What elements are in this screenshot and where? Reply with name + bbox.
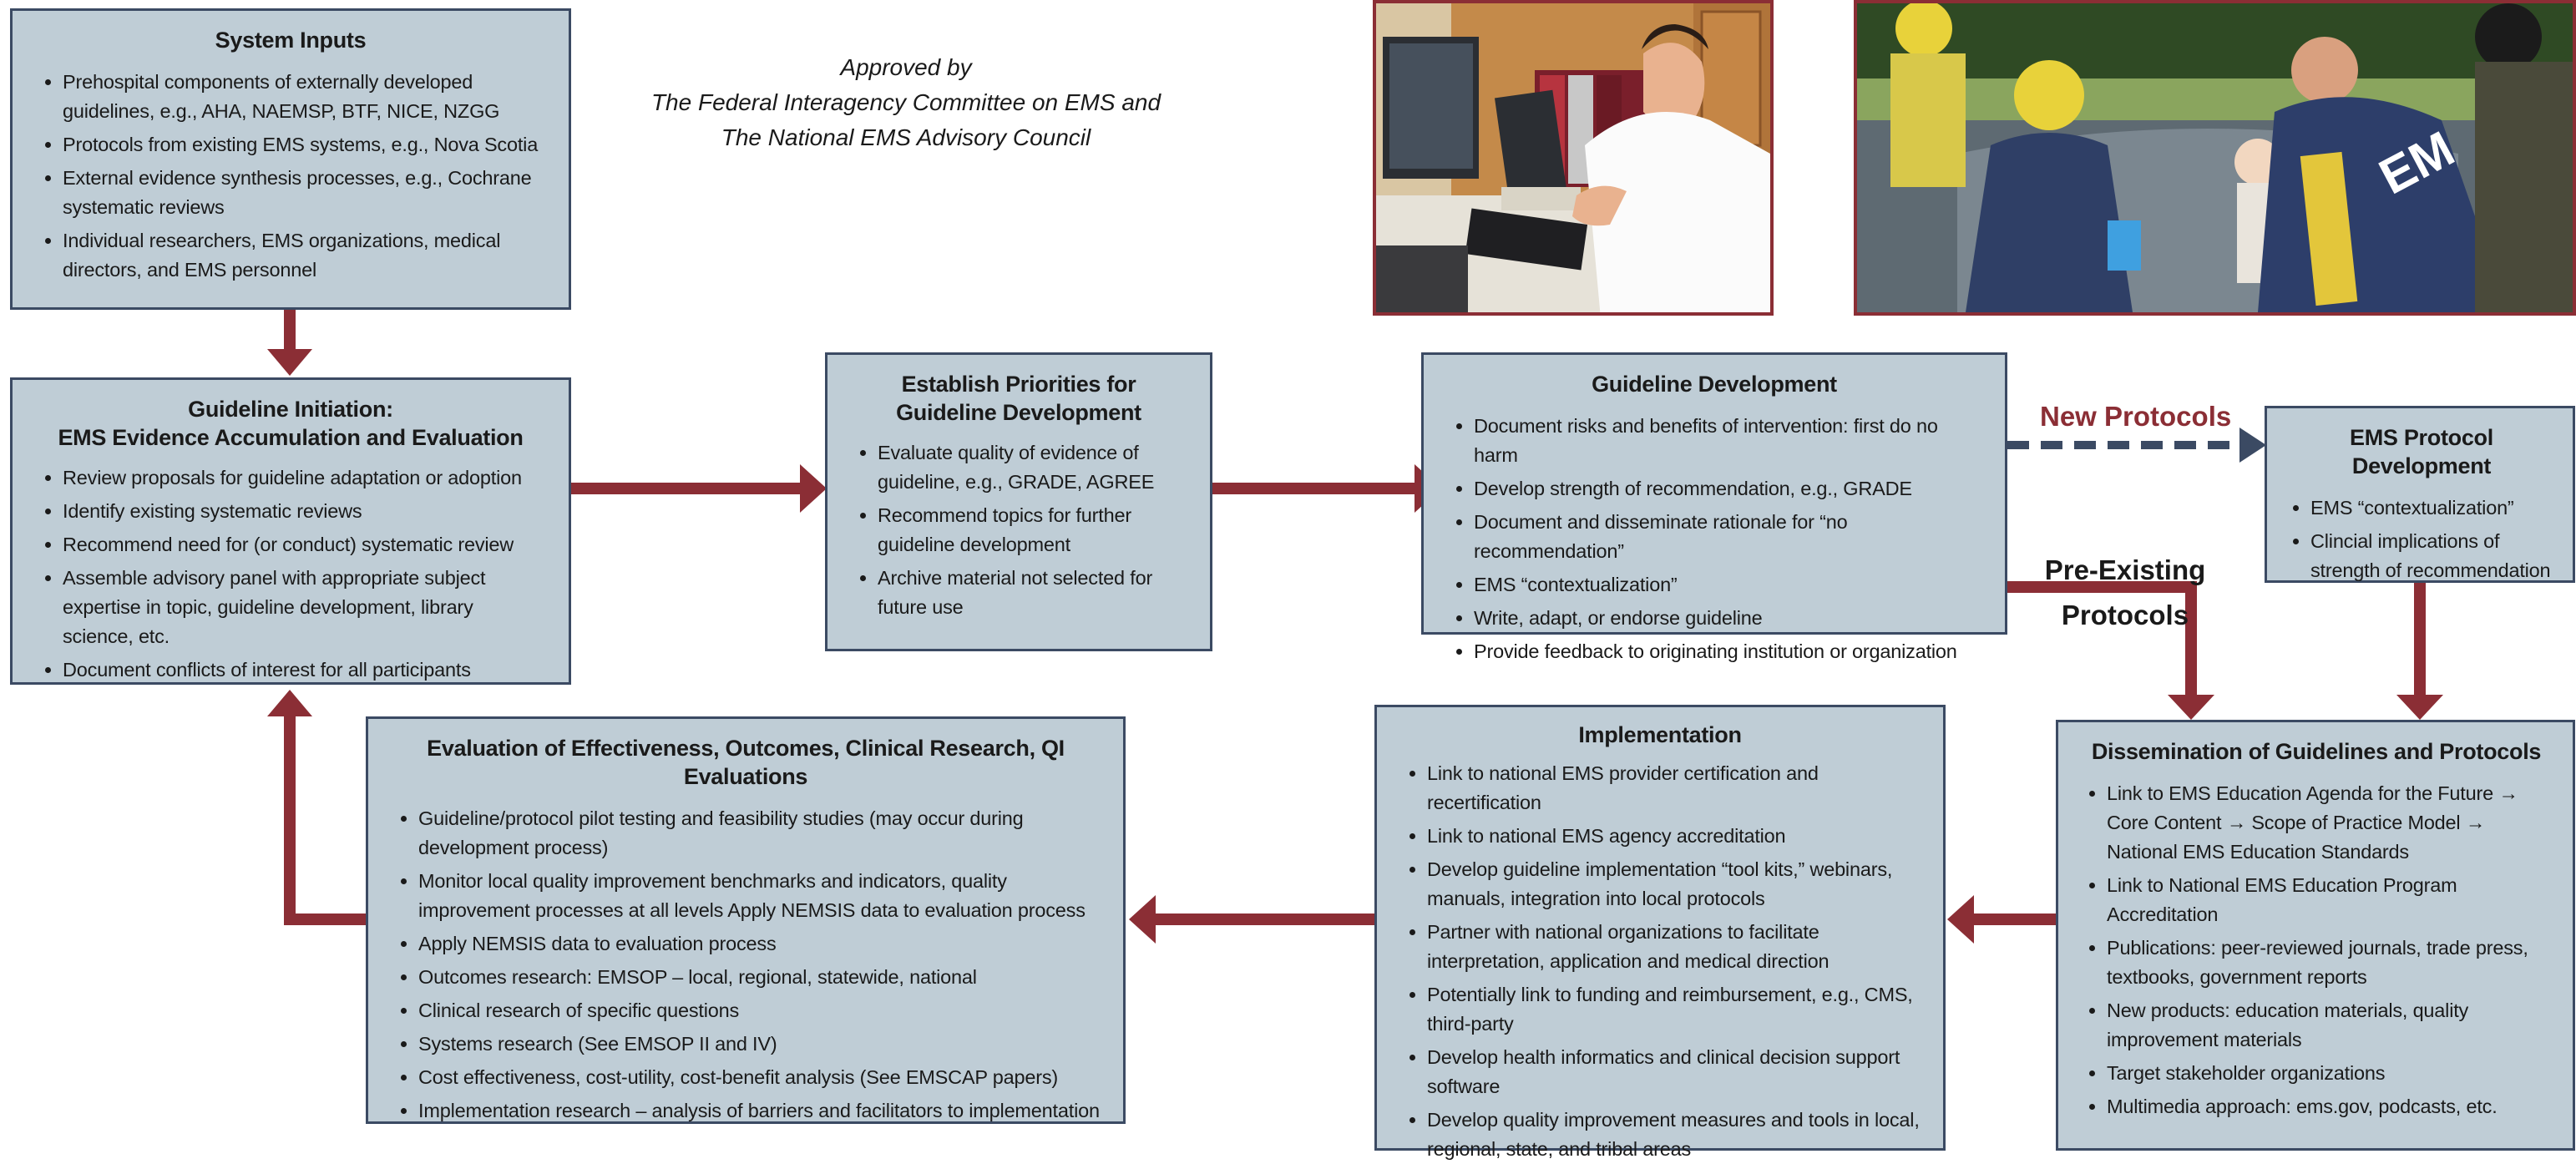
establish-priorities-title: Establish Priorities for Guideline Devel… (896, 372, 1141, 425)
arrow-dissemination-to-implementation (1971, 913, 2057, 925)
arrow-pre-existing-protocols (2006, 581, 2197, 593)
list-item: Recommend topics for further guideline d… (878, 501, 1188, 559)
arrow-implementation-to-evaluation (1152, 913, 1376, 925)
system-inputs-box: System Inputs Prehospital components of … (10, 8, 571, 310)
list-item: Document conflicts of interest for all p… (63, 655, 547, 685)
list-item: Develop strength of recommendation, e.g.… (1474, 474, 1983, 504)
ems-protocol-development-title: EMS Protocol Development (2350, 425, 2493, 478)
list-item: Clincial implications of strength of rec… (2310, 527, 2561, 585)
list-item: EMS “contextualization” (2310, 493, 2561, 523)
list-item: Implementation research – analysis of ba… (418, 1096, 1101, 1126)
list-item: Protocols from existing EMS systems, e.g… (63, 130, 547, 159)
list-item: Guideline/protocol pilot testing and fea… (418, 804, 1101, 863)
arrow-new-protocols (2007, 428, 2266, 463)
guideline-initiation-title: Guideline Initiation: EMS Evidence Accum… (58, 397, 524, 450)
ems-protocol-development-box: EMS Protocol Development EMS “contextual… (2265, 406, 2575, 583)
list-item: New products: education materials, quali… (2107, 996, 2554, 1055)
approval-line-1: Approved by (840, 54, 972, 80)
evaluation-box: Evaluation of Effectiveness, Outcomes, C… (366, 716, 1126, 1124)
list-item: Evaluate quality of evidence of guidelin… (878, 438, 1188, 497)
guideline-initiation-box: Guideline Initiation: EMS Evidence Accum… (10, 377, 571, 685)
approval-line-3: The National EMS Advisory Council (721, 124, 1091, 150)
photo-computer-workstation (1373, 0, 1774, 316)
list-item: Clinical research of specific questions (418, 996, 1101, 1025)
list-item: Outcomes research: EMSOP – local, region… (418, 963, 1101, 992)
photo-ems-rescue-training: EM (1854, 0, 2576, 316)
list-item: Cost effectiveness, cost-utility, cost-b… (418, 1063, 1101, 1092)
list-item: EMS “contextualization” (1474, 570, 1983, 600)
implementation-box: Implementation Link to national EMS prov… (1374, 705, 1946, 1160)
list-item: Link to National EMS Education Program A… (2107, 871, 2554, 929)
pre-existing-protocols-label: Pre-Existing Protocols (2044, 554, 2206, 630)
evaluation-title: Evaluation of Effectiveness, Outcomes, C… (427, 736, 1065, 789)
list-item: Assemble advisory panel with appropriate… (63, 564, 547, 651)
list-item: Multimedia approach: ems.gov, podcasts, … (2107, 1092, 2554, 1121)
arrow-evaluation-to-initiation (284, 913, 367, 925)
list-item: External evidence synthesis processes, e… (63, 164, 547, 222)
system-inputs-title: System Inputs (215, 28, 367, 53)
firefighters-extrication-icon: EM (1857, 3, 2573, 312)
list-item: Publications: peer-reviewed journals, tr… (2107, 934, 2554, 992)
list-item: Develop health informatics and clinical … (1427, 1043, 1921, 1101)
approval-line-2: The Federal Interagency Committee on EMS… (650, 89, 1161, 115)
dissemination-title: Dissemination of Guidelines and Protocol… (2091, 739, 2542, 764)
new-protocols-label: New Protocols (2040, 401, 2232, 432)
list-item: Individual researchers, EMS organization… (63, 226, 547, 285)
list-item: Link to EMS Education Agenda for the Fut… (2107, 779, 2554, 867)
list-item: Identify existing systematic reviews (63, 497, 547, 526)
list-item: Recommend need for (or conduct) systemat… (63, 530, 547, 559)
list-item: Write, adapt, or endorse guideline (1474, 604, 1983, 633)
arrow-priorities-to-development (1209, 483, 1418, 494)
list-item: Link to national EMS agency accreditatio… (1427, 822, 1921, 851)
person-at-computer-icon (1376, 3, 1770, 312)
list-item: Develop quality improvement measures and… (1427, 1106, 1921, 1164)
approval-statement: Approved by The Federal Interagency Comm… (635, 50, 1177, 155)
establish-priorities-box: Establish Priorities for Guideline Devel… (825, 352, 1212, 651)
arrow-initiation-to-priorities (569, 483, 803, 494)
list-item: Review proposals for guideline adaptatio… (63, 463, 547, 493)
arrow-protocol-to-dissemination (2414, 581, 2426, 695)
list-item: Provide feedback to originating institut… (1474, 637, 1983, 666)
list-item: Apply NEMSIS data to evaluation process (418, 929, 1101, 959)
arrow-inputs-to-initiation (284, 309, 296, 351)
list-item: Target stakeholder organizations (2107, 1059, 2554, 1088)
guideline-development-box: Guideline Development Document risks and… (1421, 352, 2007, 662)
guideline-development-title: Guideline Development (1592, 372, 1837, 397)
list-item: Link to national EMS provider certificat… (1427, 759, 1921, 817)
list-item: Archive material not selected for future… (878, 564, 1188, 622)
dissemination-box: Dissemination of Guidelines and Protocol… (2056, 720, 2575, 1151)
list-item: Monitor local quality improvement benchm… (418, 867, 1101, 925)
list-item: Develop guideline implementation “tool k… (1427, 855, 1921, 913)
list-item: Prehospital components of externally dev… (63, 68, 547, 126)
list-item: Document risks and benefits of intervent… (1474, 412, 1983, 470)
list-item: Potentially link to funding and reimburs… (1427, 980, 1921, 1039)
implementation-title: Implementation (1578, 722, 1742, 747)
list-item: Document and disseminate rationale for “… (1474, 508, 1983, 566)
list-item: Partner with national organizations to f… (1427, 918, 1921, 976)
list-item: Systems research (See EMSOP II and IV) (418, 1030, 1101, 1059)
